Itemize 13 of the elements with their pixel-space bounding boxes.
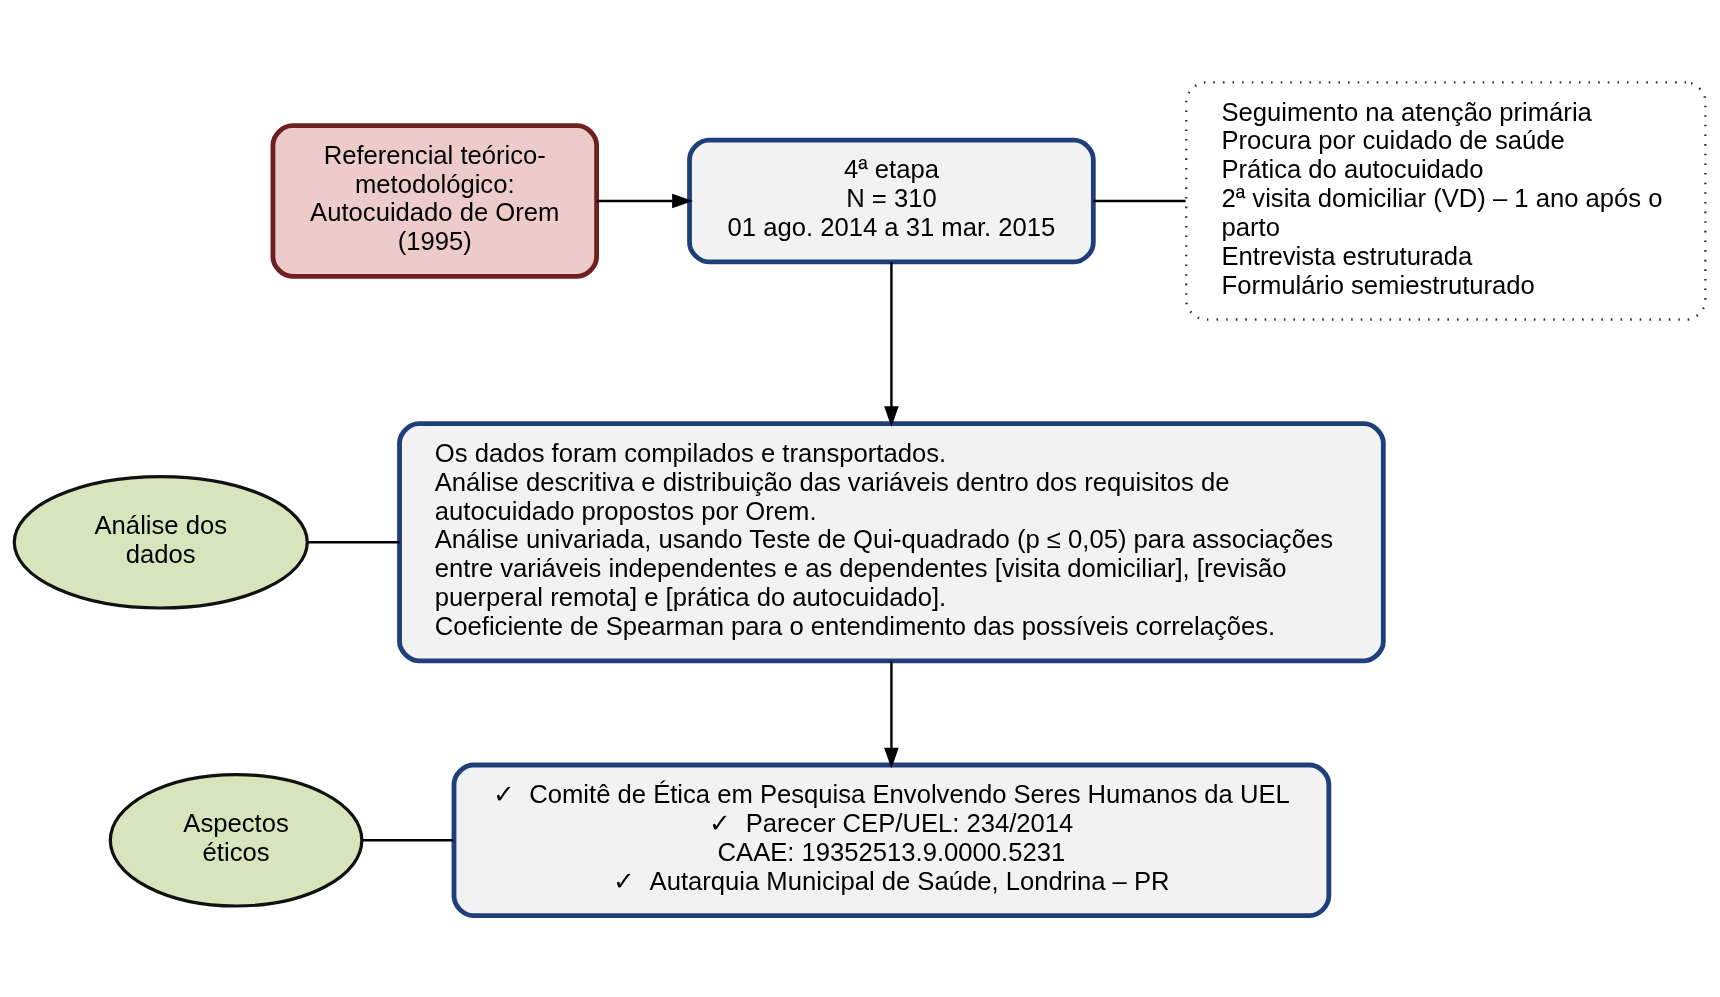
- node-box: 4ª etapa N = 310 01 ago. 2014 a 31 mar. 2015: [687, 137, 1096, 264]
- arrow: [596, 193, 693, 208]
- connector: [362, 838, 454, 841]
- node-box: Referencial teórico-metodológico: Autocuidado de Orem (1995): [270, 122, 599, 279]
- node-box: Os dados foram compilados e transportados. Análise descritiva e distribuição das variáveis dentro dos requisitos de autocuidado propostos por Orem. Análise univariada, usando Teste de Qui-quadrado (p ≤ 0,05) para associações entre variáveis independentes e as dependentes [visita domiciliar], [revisão puerperal remota] e [prática do autocuidado]. Coeficiente de Spearman para o entendimento das possíveis correlações.: [397, 420, 1386, 663]
- arrow: [884, 660, 899, 769]
- node-ellipse: Análise dos dados: [12, 474, 309, 610]
- connector: [1093, 199, 1186, 202]
- connector: [307, 540, 400, 543]
- node-box: Seguimento na atenção primária Procura por cuidado de saúde Prática do autocuidado 2ª visita domiciliar (VD) – 1 ano após o parto Entrevista estruturada Formulário semiestruturado: [1185, 80, 1707, 321]
- node-box: ✓ Comitê de Ética em Pesquisa Envolvendo Seres Humanos da UEL ✓ Parecer CEP/UEL: 234/2014 CAAE: 19352513.9.0000.5231 ✓ Autarquia Municipal de Saúde, Londrina – PR: [451, 762, 1332, 918]
- arrow: [884, 261, 899, 427]
- node-ellipse: Aspectos éticos: [108, 772, 364, 908]
